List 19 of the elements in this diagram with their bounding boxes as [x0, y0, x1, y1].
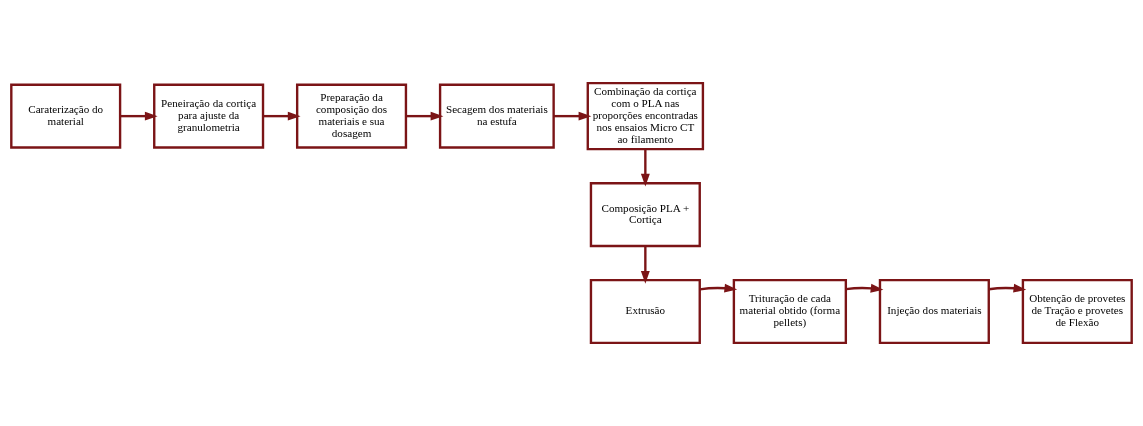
arrow: [263, 111, 301, 121]
node-box: Secagem dos materiais na estufa: [438, 83, 555, 149]
node-box: Trituração de cada material obtido (forma pellets): [732, 278, 848, 344]
node-box: Preparação da composição dos materiais e sua dosagem: [295, 83, 408, 149]
arrow: [640, 149, 650, 187]
node-box: Injeção dos materiais: [878, 278, 990, 344]
node-box: Obtenção de provetes de Tração e provetes de Flexão: [1021, 278, 1133, 344]
arrow: [120, 111, 158, 121]
arrow: [406, 111, 444, 121]
arrow: [845, 283, 884, 293]
node-box: Combinação da cortiça com o PLA nas proporções encontradas nos ensaios Micro CT ao filamento: [586, 82, 705, 151]
arrow: [640, 246, 650, 284]
node-box: Caraterização do material: [10, 83, 122, 149]
node-box: Composição PLA + Cortiça: [589, 182, 701, 248]
arrow: [699, 283, 738, 293]
node-box: Extrusão: [589, 278, 701, 344]
arrow: [988, 283, 1027, 293]
arrow: [553, 111, 592, 121]
node-box: Peneiração da cortiça para ajuste da granulometria: [153, 83, 265, 149]
